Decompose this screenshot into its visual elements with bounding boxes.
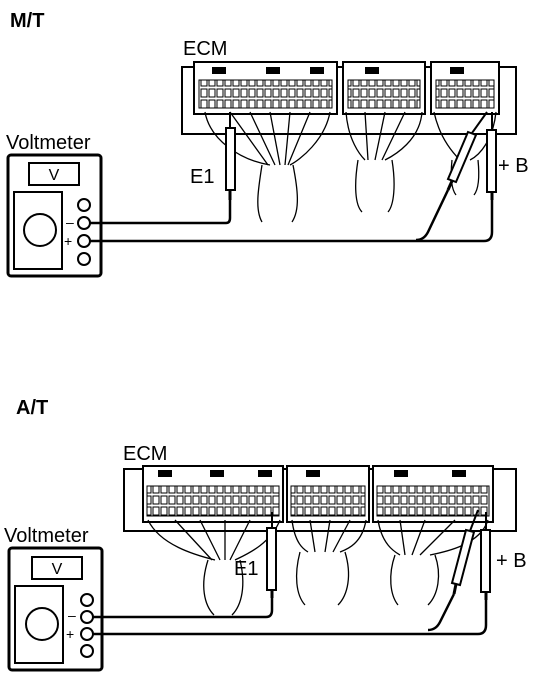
at-meter-jack-minus: [80, 610, 94, 624]
mt-voltmeter: V – +: [6, 153, 103, 278]
at-probe-diagonal: [450, 509, 479, 595]
mt-title: M/T: [10, 10, 44, 32]
at-voltmeter: V – +: [7, 546, 104, 672]
mt-meter-jack-plus: [77, 234, 91, 248]
at-meter-display: [31, 556, 83, 580]
mt-harness: [204, 111, 497, 223]
at-title: A/T: [16, 397, 48, 419]
mt-minus-sign: –: [66, 214, 74, 230]
mt-meter-jack-4: [77, 252, 91, 266]
at-e1-label: E1: [234, 558, 258, 580]
at-meter-jack-1: [80, 593, 94, 607]
at-harness: [147, 519, 489, 616]
mt-meter-dial: [23, 213, 57, 247]
mt-ecm-unit: [181, 61, 517, 135]
at-probe-e1: [266, 512, 277, 598]
mt-probe-e1: [225, 112, 236, 200]
at-meter-display-unit: V: [52, 561, 63, 578]
at-minus-sign: –: [68, 607, 76, 623]
at-ecm-label: ECM: [123, 443, 167, 465]
at-battery-label: + B: [496, 550, 527, 572]
at-diagram: A/T ECM: [4, 397, 527, 672]
mt-meter-display: [28, 162, 80, 186]
mt-diagram: M/T ECM: [6, 10, 529, 278]
mt-wires: [90, 189, 494, 243]
at-ecm-unit: [123, 465, 517, 532]
at-meter-jack-plus: [80, 627, 94, 641]
at-voltmeter-label: Voltmeter: [4, 525, 89, 547]
mt-plus-sign: +: [64, 233, 72, 249]
mt-probe-b-plus: [486, 112, 497, 200]
mt-ecm-label: ECM: [183, 38, 227, 60]
mt-probe-diagonal: [446, 111, 488, 191]
mt-meter-jack-minus: [77, 216, 91, 230]
at-probe-b-plus: [480, 512, 491, 600]
mt-battery-label: + B: [498, 155, 529, 177]
mt-meter-jack-1: [77, 198, 91, 212]
at-meter-jack-4: [80, 644, 94, 658]
at-meter-dial: [25, 607, 59, 641]
at-wires: [93, 593, 488, 636]
mt-e1-label: E1: [190, 166, 214, 188]
mt-meter-display-unit: V: [49, 167, 60, 184]
at-plus-sign: +: [66, 626, 74, 642]
mt-voltmeter-label: Voltmeter: [6, 132, 91, 154]
